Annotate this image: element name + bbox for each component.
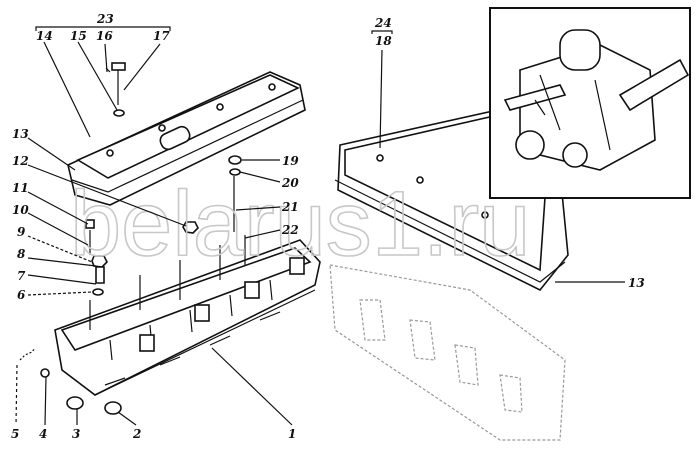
stud-assembly [182, 155, 242, 234]
cylinder-head [54, 235, 321, 396]
small-parts-bottom [19, 347, 122, 415]
callout-15: 15 [70, 29, 87, 43]
callout-21: 21 [281, 200, 299, 214]
callout-8: 8 [17, 247, 26, 261]
callout-23: 23 [96, 12, 114, 26]
callout-20: 20 [281, 176, 299, 190]
callout-17: 17 [153, 29, 170, 43]
callout-9: 9 [17, 225, 26, 239]
leader-lines [15, 26, 625, 426]
engine-inset [489, 7, 691, 199]
watermark: belarus1.ru [70, 173, 530, 275]
callout-16: 16 [96, 29, 113, 43]
callout-18: 18 [375, 34, 392, 48]
callout-1: 1 [288, 427, 296, 441]
callout-24: 24 [374, 16, 392, 30]
callout-4: 4 [39, 427, 47, 441]
callout-22: 22 [281, 223, 299, 237]
callout-12: 12 [12, 154, 29, 168]
callout-7: 7 [17, 269, 26, 283]
callout-19: 19 [282, 154, 299, 168]
valve-cover-left [67, 71, 306, 206]
callout-13-right: 13 [628, 276, 645, 290]
callout-14: 14 [36, 29, 53, 43]
callout-11: 11 [12, 181, 29, 195]
callout-2: 2 [132, 427, 141, 441]
oil-filler-cap [159, 125, 191, 151]
nut-12 [182, 221, 199, 234]
small-parts-left [85, 219, 108, 296]
callout-5: 5 [11, 427, 19, 441]
callout-13: 13 [12, 127, 29, 141]
callout-6: 6 [17, 288, 26, 302]
callout-labels: 23 14 15 16 17 13 12 11 10 9 8 7 6 19 20… [11, 12, 645, 441]
callout-10: 10 [12, 203, 29, 217]
callout-3: 3 [72, 427, 80, 441]
ghost-cylinder-head [329, 264, 566, 441]
cover-bolt [105, 62, 126, 117]
